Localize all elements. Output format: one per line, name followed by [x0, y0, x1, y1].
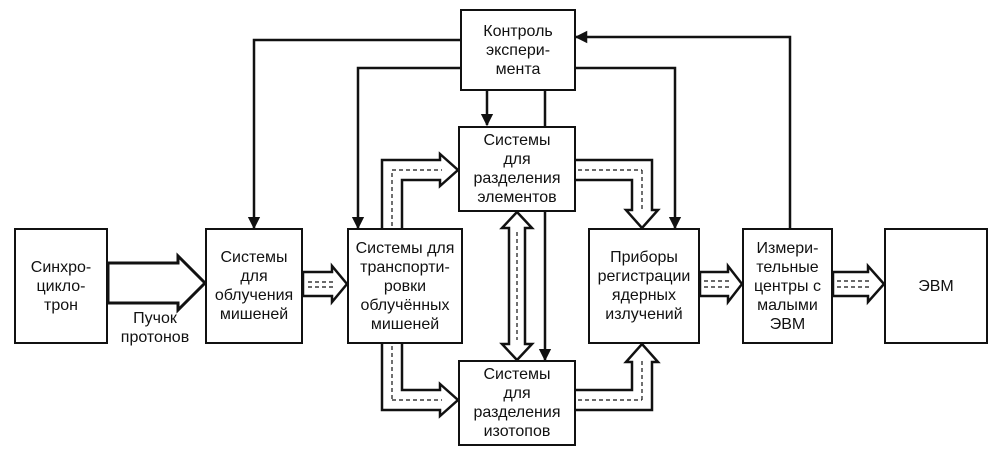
detectors-to-measuring-arrow — [698, 262, 744, 306]
synchrocyclotron-block: Синхро- цикло- трон — [14, 228, 108, 344]
irradiation-label: Системы для облучения мишеней — [214, 249, 294, 323]
proton-beam-label: Пучок протонов — [120, 310, 190, 346]
irradiation-block: Системы для облучения мишеней — [205, 228, 303, 344]
transport-to-elements-path — [380, 151, 460, 228]
control-to-transport-line — [351, 66, 460, 230]
proton-beam-arrow — [106, 252, 208, 314]
detectors-block: Приборы регистрации ядерных излучений — [588, 228, 700, 344]
computer-label: ЭВМ — [918, 277, 954, 295]
isotopes-label: Системы для разделения изотопов — [473, 366, 561, 440]
transport-label: Системы для транспорти- ровки облучённых… — [355, 239, 455, 333]
elements-to-detectors-path — [576, 158, 661, 230]
isotopes-to-detectors-path — [576, 342, 661, 412]
control-to-irradiation-line — [247, 38, 460, 230]
measuring-to-computer-arrow — [831, 262, 886, 306]
computer-block: ЭВМ — [884, 228, 988, 344]
synchrocyclotron-label: Синхро- цикло- трон — [30, 258, 92, 314]
elements-label: Системы для разделения элементов — [473, 132, 561, 206]
isotopes-block: Системы для разделения изотопов — [458, 360, 576, 446]
irradiation-to-transport-arrow — [301, 262, 349, 306]
control-block: Контроль экспери- мента — [460, 9, 576, 91]
measuring-centers-label: Измери- тельные центры с малыми ЭВМ — [754, 239, 821, 333]
transport-block: Системы для транспорти- ровки облучённых… — [347, 228, 463, 344]
detectors-label: Приборы регистрации ядерных излучений — [597, 249, 691, 323]
feedback-line-measuring-to-control — [574, 30, 792, 230]
transport-to-isotopes-path — [380, 344, 460, 419]
elements-block: Системы для разделения элементов — [458, 126, 576, 212]
control-to-detectors-line — [576, 66, 682, 230]
measuring-centers-block: Измери- тельные центры с малыми ЭВМ — [742, 228, 833, 344]
control-label: Контроль экспери- мента — [483, 22, 553, 78]
